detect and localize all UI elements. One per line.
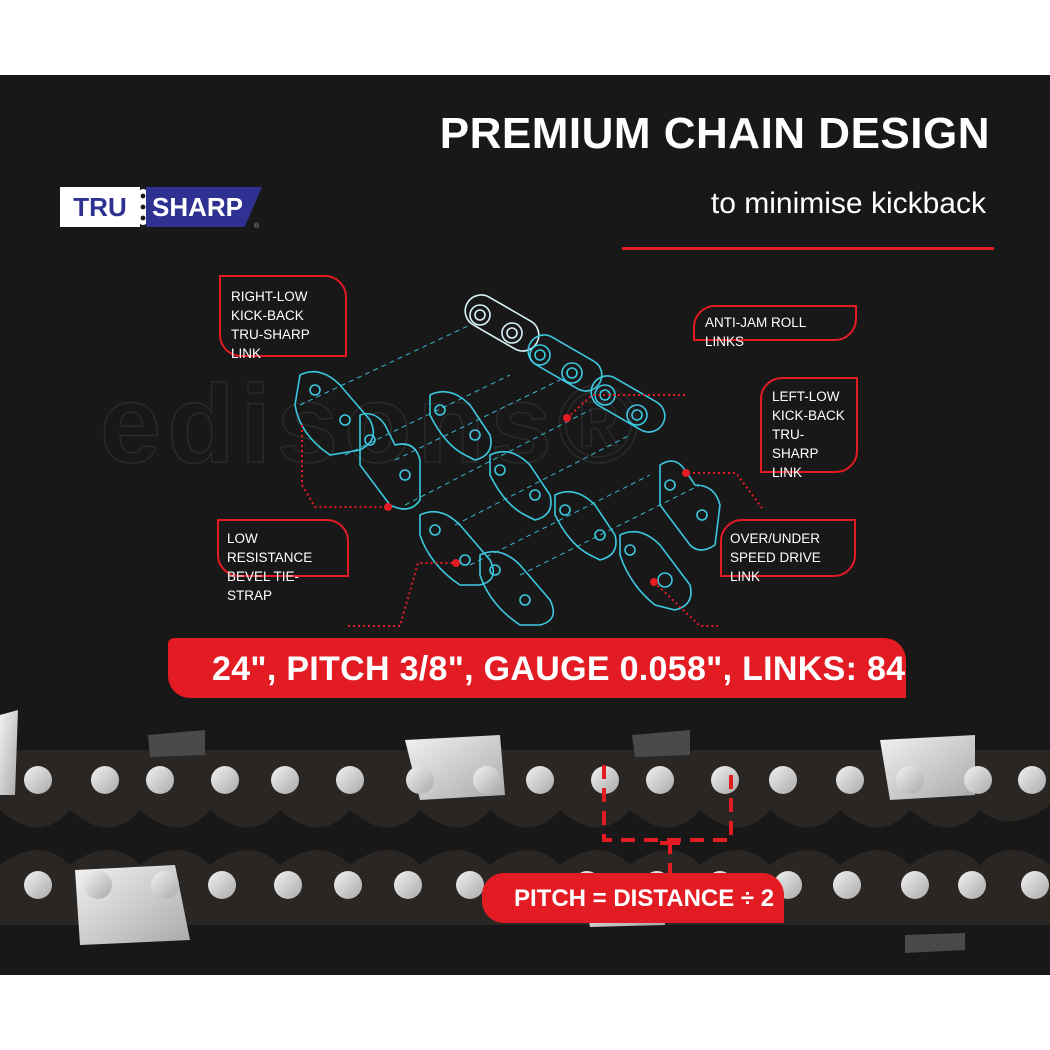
- callout-line: ANTI-JAM ROLL LINKS: [705, 315, 806, 349]
- callout-line: OVER/UNDER: [730, 531, 821, 546]
- product-banner: edisons® TRU SHARP ® PREMIUM CHAIN DESIG…: [0, 75, 1050, 975]
- callout-anti-jam-roll-links: ANTI-JAM ROLL LINKS: [693, 305, 857, 349]
- page-title: PREMIUM CHAIN DESIGN: [439, 109, 990, 158]
- callout-line: LEFT-LOW: [772, 389, 840, 404]
- callout-line: LINK: [772, 465, 803, 480]
- callout-line: KICK-BACK: [772, 408, 845, 423]
- logo-tru-text: TRU: [60, 187, 140, 227]
- callout-line: TRU-SHARP LINK: [231, 327, 310, 361]
- chain-link-icon: [139, 189, 147, 225]
- chain-photo: [0, 710, 1050, 953]
- callout-line: BEVEL TIE-STRAP: [227, 569, 300, 603]
- page-subtitle: to minimise kickback: [710, 187, 986, 220]
- watermark: edisons®: [99, 362, 645, 487]
- callout-line: LOW RESISTANCE: [227, 531, 313, 565]
- callout-over-under-drive-link: OVER/UNDER SPEED DRIVE LINK: [720, 519, 856, 584]
- callout-low-resistance-tie-strap: LOW RESISTANCE BEVEL TIE-STRAP: [217, 519, 349, 603]
- trusharp-logo: TRU SHARP ®: [60, 187, 270, 230]
- callout-line: TRU-SHARP: [772, 427, 819, 461]
- callout-line: RIGHT-LOW: [231, 289, 308, 304]
- callout-right-low-kickback: RIGHT-LOW KICK-BACK TRU-SHARP LINK: [219, 275, 347, 361]
- callout-line: KICK-BACK: [231, 308, 304, 323]
- spec-banner: 24", PITCH 3/8", GAUGE 0.058", LINKS: 84: [168, 638, 906, 698]
- callout-line: SPEED DRIVE LINK: [730, 550, 821, 584]
- logo-sharp-text: SHARP: [146, 187, 262, 227]
- callout-left-low-kickback: LEFT-LOW KICK-BACK TRU-SHARP LINK: [760, 377, 858, 480]
- registered-mark: ®: [254, 223, 260, 230]
- title-underline: [622, 247, 994, 250]
- pitch-formula-badge: PITCH = DISTANCE ÷ 2: [482, 873, 784, 923]
